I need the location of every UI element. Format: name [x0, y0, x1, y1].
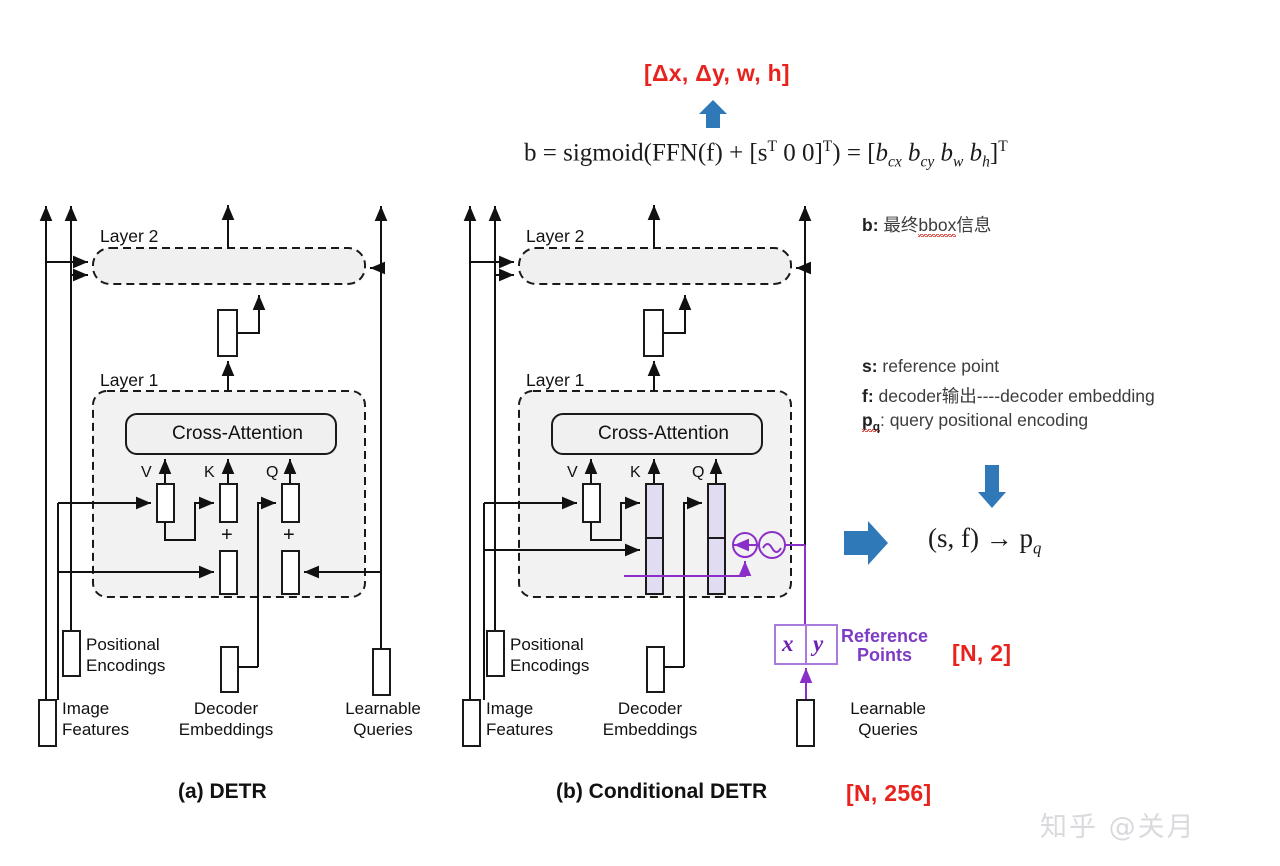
learnable-queries-shape-badge: [N, 256] [846, 780, 932, 806]
panel-b-image-features-label: Image Features [486, 698, 553, 741]
panel-a-de-line2: Embeddings [178, 720, 274, 740]
reference-points-label: Reference Points [841, 627, 928, 665]
note-s-text: reference point [877, 356, 1000, 376]
note-f: f: decoder输出----decoder embedding [862, 383, 1155, 408]
ref-point-y-value: y [813, 631, 824, 656]
mapping-formula: (s, f) → pq [928, 523, 1041, 558]
panel-b-layer1-label: Layer 1 [526, 370, 585, 390]
panel-b-pe-line2: Encodings [510, 656, 590, 676]
rhs-b3: b [940, 139, 954, 167]
panel-b-if-line1: Image [486, 699, 534, 718]
panel-b-layer2-label: Layer 2 [526, 226, 585, 246]
panel-a-decoder-embeddings-label: Decoder Embeddings [174, 698, 278, 741]
panel-b-cross-attention-label: Cross-Attention [598, 423, 729, 444]
panel-b-lq-line2: Queries [858, 720, 918, 740]
rhs-sub3: w [953, 153, 964, 171]
bbox-equation: b = sigmoid(FFN(f) + [sT 0 0]T) = [bcx b… [524, 138, 1008, 171]
blue-annotation-arrows [699, 100, 1006, 565]
panel-a-pe-line1: Positional [86, 635, 160, 654]
panel-a-layer1-label: Layer 1 [100, 370, 159, 390]
panel-b-caption: (b) Conditional DETR [556, 780, 768, 803]
panel-b-q-label: Q [692, 464, 705, 481]
panel-b-k-label: K [630, 464, 641, 481]
equation-rhs-close: ] [989, 139, 999, 167]
mapping-formula-main: (s, f) → p [928, 523, 1033, 553]
equation-rhs-open: [ [867, 139, 876, 167]
note-b-after: 信息 [956, 215, 992, 235]
panel-b-learnable-queries-label: Learnable Queries [842, 698, 934, 741]
panel-a-learnable-queries-label: Learnable Queries [338, 698, 428, 741]
panel-a-q-label: Q [266, 464, 279, 481]
panel-a-de-line1: Decoder [193, 699, 259, 718]
panel-a-pe-line2: Encodings [86, 656, 166, 676]
rhs-b1: b [875, 139, 889, 167]
note-f-text: decoder输出----decoder embedding [873, 386, 1155, 406]
panel-a-positional-encodings-label: Positional Encodings [86, 634, 165, 677]
panel-b-if-line2: Features [486, 720, 554, 740]
note-pq-key: pq [862, 410, 880, 434]
panel-a-image-features-label: Image Features [62, 698, 129, 741]
mapping-formula-sub: q [1032, 538, 1042, 558]
note-b: b: 最终bbox信息 [862, 212, 991, 237]
panel-a-k-label: K [204, 464, 215, 481]
panel-b-v-label: V [567, 464, 578, 481]
rhs-b4: b [969, 139, 983, 167]
blue-up-arrow [699, 100, 727, 128]
watermark: 知乎 @关月 [1040, 812, 1196, 843]
note-b-before: 最终 [878, 215, 919, 235]
panel-b-de-line1: Decoder [617, 699, 683, 718]
note-b-squiggle: bbox [918, 215, 957, 237]
rhs-sub4: h [982, 153, 990, 171]
equation-lhs: b = sigmoid(FFN(f) + [s [524, 139, 768, 167]
panel-a-graphics [38, 204, 391, 747]
ref-points-shape-badge: [N, 2] [952, 640, 1012, 666]
note-s: s: reference point [862, 356, 999, 377]
panel-a-if-line1: Image [62, 699, 110, 718]
ref-point-x-value: x [782, 631, 794, 656]
blue-right-arrow [844, 521, 888, 565]
panel-a-plus-k: + [221, 524, 233, 546]
blue-down-arrow [978, 465, 1006, 508]
equation-sup-2: T [822, 138, 833, 155]
panel-b-lq-line1: Learnable [850, 699, 926, 718]
panel-a-caption: (a) DETR [178, 780, 267, 803]
panel-a-cross-attention-label: Cross-Attention [172, 423, 303, 444]
panel-a-layer2-label: Layer 2 [100, 226, 159, 246]
ref-points-line1: Reference [841, 626, 929, 646]
note-pq-key-sub: q [872, 419, 880, 434]
equation-rhs-sup: T [998, 138, 1008, 155]
equation-end: ) = [832, 139, 868, 167]
panel-b-de-line2: Embeddings [602, 720, 698, 740]
note-pq: pq: query positional encoding [862, 410, 1088, 434]
equation-mid: 0 0] [776, 139, 823, 167]
equation-sup-1: T [767, 138, 777, 155]
panel-b-pe-line1: Positional [510, 635, 584, 654]
panel-a-plus-q: + [283, 524, 295, 546]
note-pq-text: : query positional encoding [879, 410, 1089, 430]
panel-b-decoder-embeddings-label: Decoder Embeddings [598, 698, 702, 741]
rhs-sub2: cy [920, 153, 935, 171]
panel-a-lq-line2: Queries [353, 720, 413, 740]
note-s-key: s: [862, 356, 878, 376]
panel-b-graphics [462, 204, 838, 747]
rhs-sub1: cx [888, 153, 902, 171]
panel-a-lq-line1: Learnable [345, 699, 421, 718]
delta-bbox-label: [Δx, Δy, w, h] [644, 60, 790, 86]
panel-b-positional-encodings-label: Positional Encodings [510, 634, 589, 677]
note-f-key: f: [862, 386, 874, 406]
ref-points-line2: Points [857, 644, 913, 665]
panel-a-v-label: V [141, 464, 152, 481]
note-pq-key-main: p [862, 410, 873, 430]
note-b-key: b: [862, 215, 879, 235]
panel-a-if-line2: Features [62, 720, 130, 740]
rhs-b2: b [908, 139, 921, 167]
